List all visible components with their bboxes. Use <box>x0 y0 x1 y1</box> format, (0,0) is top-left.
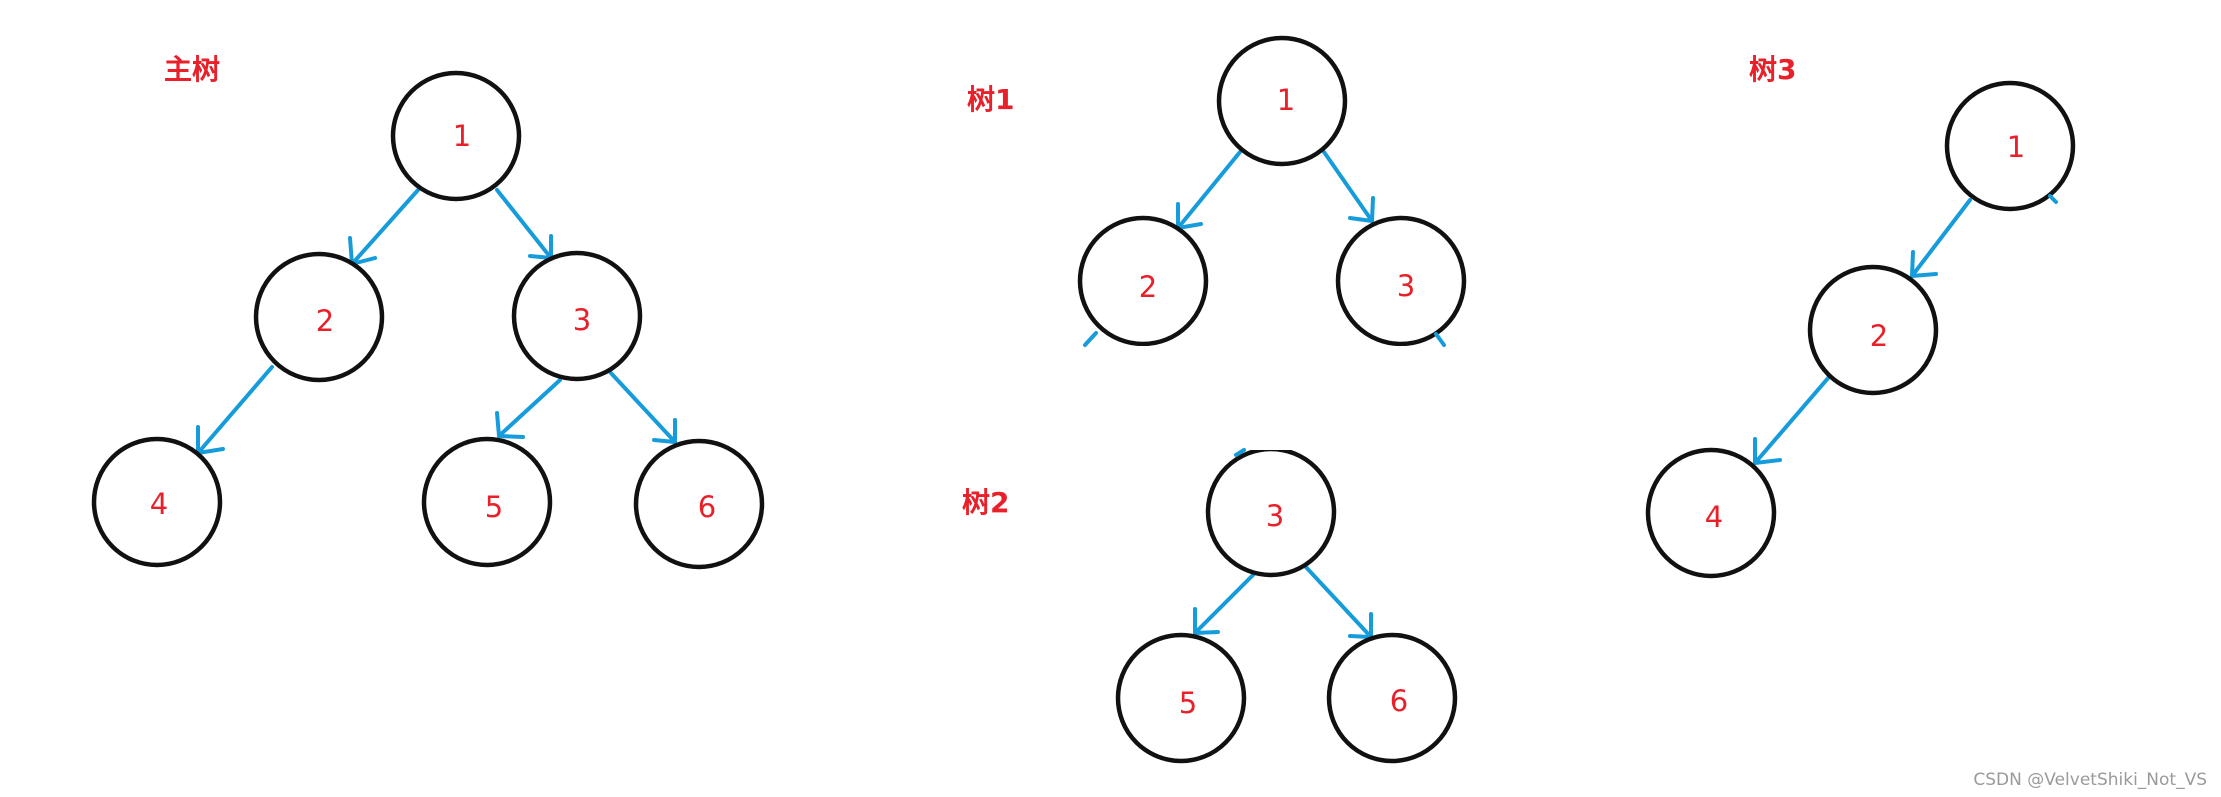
tree2-edge-3-6 <box>1302 563 1373 639</box>
main-node-3-label: 3 <box>573 303 591 337</box>
tree1-node-3 <box>1335 215 1467 347</box>
tree3-title: 树3 <box>1749 53 1796 86</box>
tree3: 1 2 4 <box>1645 80 2076 579</box>
main-arrowhead-3-5 <box>495 411 525 439</box>
tree2-node-6-label: 6 <box>1390 684 1408 718</box>
watermark: CSDN @VelvetShiki_Not_VS <box>1973 770 2207 790</box>
main-arrowhead-3-6 <box>652 418 677 444</box>
tree1-edge-1-3 <box>1322 150 1374 223</box>
main-edge-1-3 <box>495 188 553 260</box>
tree2-node-5 <box>1115 632 1247 764</box>
tree1-node-3-label: 3 <box>1397 269 1415 303</box>
main-edge-3-6 <box>608 370 677 444</box>
main-node-2 <box>253 251 385 383</box>
tree3-arrowhead-2-4 <box>1753 437 1782 465</box>
tree3-arrowhead-1-2 <box>1910 250 1938 278</box>
tree2-arrowhead-3-5 <box>1193 607 1220 635</box>
tree1-edge-1-2 <box>1176 150 1242 230</box>
tree2: 3 5 6 <box>1115 420 1458 764</box>
tree3-node-4 <box>1645 447 1777 579</box>
main-tree-title: 主树 <box>164 53 220 86</box>
main-tree: 1 2 3 4 5 6 <box>91 70 765 570</box>
tree3-node-1 <box>1944 80 2076 212</box>
tree2-node-5-label: 5 <box>1179 686 1197 720</box>
main-edge-2-4 <box>196 365 274 455</box>
tree3-node-2-label: 2 <box>1870 319 1888 353</box>
main-node-4-label: 4 <box>150 487 168 521</box>
tree2-edge-3-5 <box>1193 570 1258 635</box>
tree2-title: 树2 <box>962 486 1009 519</box>
tree1-arrowhead-1-3 <box>1348 196 1375 223</box>
tree1-cut-stub-left <box>1083 331 1098 347</box>
tree1-node-1-label: 1 <box>1277 83 1295 117</box>
tree2-cut-mask <box>1200 420 1340 450</box>
tree3-node-2 <box>1807 264 1939 396</box>
tree1-title: 树1 <box>967 83 1014 116</box>
main-node-5 <box>421 436 553 568</box>
main-node-3 <box>511 250 643 382</box>
main-node-6 <box>633 438 765 570</box>
tree1: 1 2 3 <box>1060 35 1467 406</box>
tree1-node-2-label: 2 <box>1139 270 1157 304</box>
main-node-4 <box>91 436 223 568</box>
main-edge-3-5 <box>497 378 562 438</box>
main-node-1 <box>390 70 522 202</box>
tree1-node-2 <box>1077 215 1209 347</box>
main-node-2-label: 2 <box>316 304 334 338</box>
tree2-cut-stub <box>1234 448 1246 457</box>
tree2-node-3-label: 3 <box>1266 499 1284 533</box>
tree2-node-6 <box>1326 632 1458 764</box>
main-node-5-label: 5 <box>485 490 503 524</box>
tree3-edge-2-4 <box>1753 375 1831 465</box>
tree3-cut-stub <box>2048 194 2058 204</box>
main-edge-1-2 <box>350 188 420 266</box>
tree3-node-4-label: 4 <box>1705 500 1723 534</box>
tree3-edge-1-2 <box>1910 198 1972 278</box>
tree1-cut-mask <box>1060 346 1460 406</box>
tree1-cut-stub-right <box>1434 332 1446 347</box>
main-node-6-label: 6 <box>698 490 716 524</box>
tree3-node-1-label: 1 <box>2007 130 2025 164</box>
tree1-node-1 <box>1216 35 1348 167</box>
main-node-1-label: 1 <box>453 119 471 153</box>
